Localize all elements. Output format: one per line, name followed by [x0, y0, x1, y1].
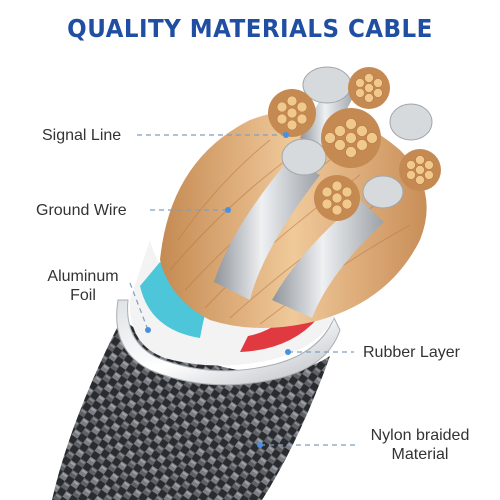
- nylon-braided-label-line2: Material: [391, 446, 449, 463]
- signal-line-label: Signal Line: [42, 127, 122, 144]
- page-title: QUALITY MATERIALS CABLE: [67, 14, 433, 43]
- aluminum-ring: [116, 299, 341, 386]
- conductor-ends: [268, 66, 441, 221]
- nylon-braid-jacket: [52, 318, 330, 500]
- ground-wire-label: Ground Wire: [36, 202, 127, 219]
- leader-lines: [129, 134, 355, 446]
- nylon-braided-label: Nylon braided Material: [358, 426, 482, 464]
- nylon-braided-label-line1: Nylon braided: [370, 427, 470, 444]
- aluminum-foil-label-line1: Aluminum: [47, 268, 119, 285]
- copper-strand-end: [314, 175, 360, 221]
- aluminum-foil-label: Aluminum Foil: [42, 267, 124, 305]
- copper-strand-end: [268, 89, 316, 137]
- copper-strand-end: [348, 67, 390, 109]
- copper-strand-end: [321, 108, 381, 168]
- rubber-layer-label: Rubber Layer: [363, 344, 460, 361]
- copper-strand-end: [399, 149, 441, 191]
- leader-dots: [145, 132, 291, 448]
- aluminum-foil-label-line2: Foil: [70, 287, 96, 304]
